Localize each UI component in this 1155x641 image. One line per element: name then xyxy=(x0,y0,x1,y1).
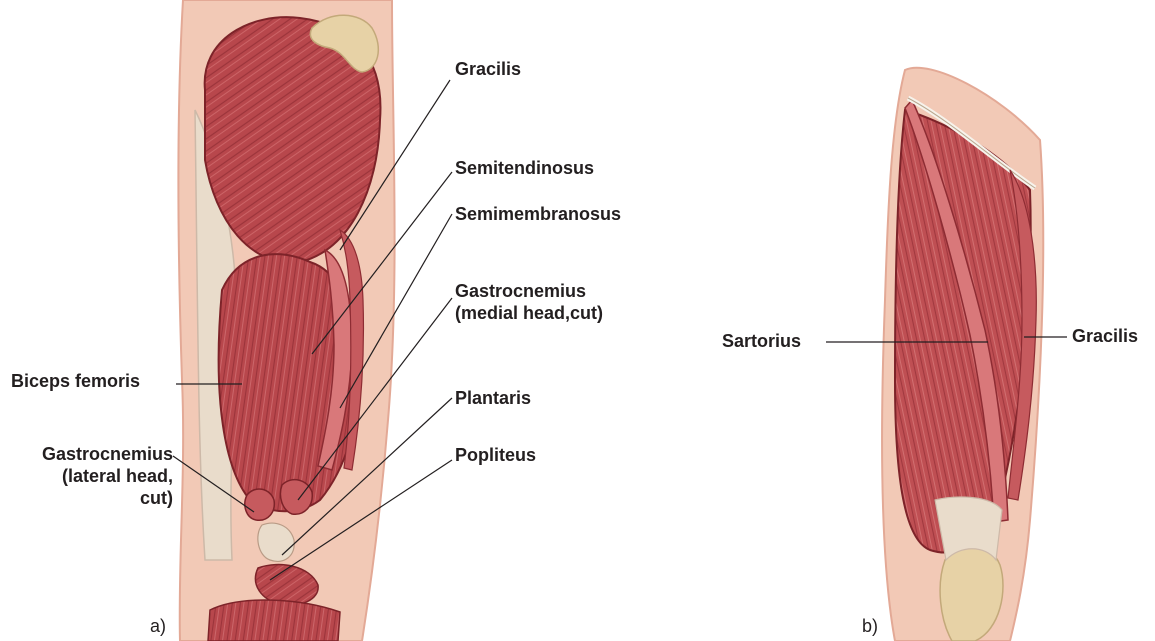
label-semimembranosus: Semimembranosus xyxy=(455,203,621,225)
gastrocnemius-lateral-head xyxy=(245,489,274,520)
label-gastrocnemius-medial: Gastrocnemius (medial head,cut) xyxy=(455,280,603,324)
label-plantaris: Plantaris xyxy=(455,387,531,409)
label-gastrocnemius-lateral-line2: (lateral head, xyxy=(5,465,173,487)
panel-letter-a: a) xyxy=(150,616,166,637)
label-gastrocnemius-lateral-line1: Gastrocnemius xyxy=(5,443,173,465)
label-sartorius: Sartorius xyxy=(722,330,801,352)
label-gracilis: Gracilis xyxy=(455,58,521,80)
label-popliteus: Popliteus xyxy=(455,444,536,466)
label-gastrocnemius-medial-line2: (medial head,cut) xyxy=(455,302,603,324)
panel-b-illustration xyxy=(882,68,1043,641)
label-gastrocnemius-lateral-line3: cut) xyxy=(5,487,173,509)
label-gracilis-b: Gracilis xyxy=(1072,325,1138,347)
panel-letter-b: b) xyxy=(862,616,878,637)
gastrocnemius-medial-head xyxy=(280,480,312,515)
label-gastrocnemius-medial-line1: Gastrocnemius xyxy=(455,280,603,302)
calf-start xyxy=(208,600,340,641)
label-gastrocnemius-lateral: Gastrocnemius (lateral head, cut) xyxy=(5,443,173,509)
label-biceps-femoris: Biceps femoris xyxy=(11,370,140,392)
label-semitendinosus: Semitendinosus xyxy=(455,157,594,179)
panel-a-illustration xyxy=(178,0,394,641)
